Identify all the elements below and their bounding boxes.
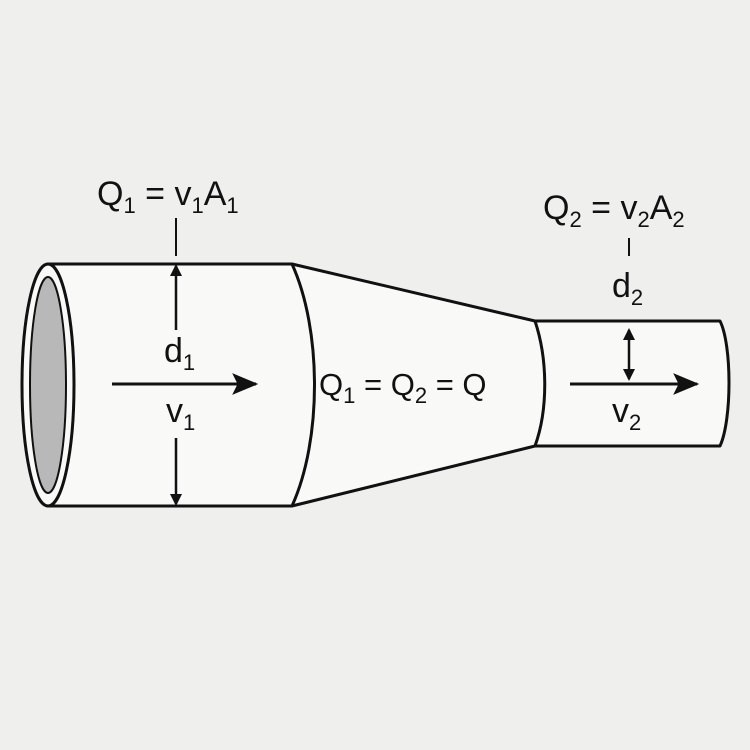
narrow-section-seam [533, 320, 547, 447]
wide-section-seam [290, 263, 316, 507]
pipe-inlet-opening [29, 276, 67, 494]
label-d2: d2 [612, 267, 643, 310]
flow-equation-left: Q1 = v1A1 [97, 175, 239, 218]
pipe-body [46, 262, 731, 508]
label-v2: v2 [612, 392, 641, 435]
label-d1: d1 [164, 332, 195, 375]
label-v1: v1 [166, 392, 195, 435]
flow-equation-right: Q2 = v2A2 [543, 189, 685, 232]
continuity-equation: Q1 = Q2 = Q [319, 367, 487, 408]
